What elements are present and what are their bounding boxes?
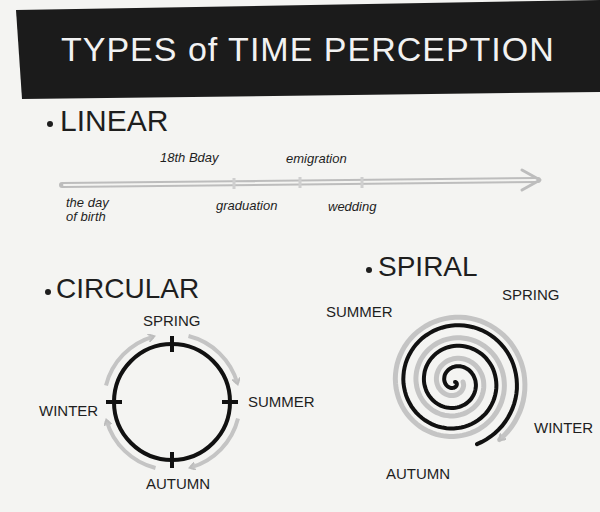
season-label: SPRING: [143, 313, 201, 330]
bullet-dot: [366, 267, 372, 273]
timeline-arrow: [62, 170, 540, 190]
cycle-arrow: [189, 336, 238, 383]
title-banner: [16, 0, 600, 99]
season-label: WINTER: [534, 420, 593, 437]
event-label: wedding: [328, 200, 376, 214]
page-title: TYPES of TIME PERCEPTION: [61, 31, 555, 68]
event-label: emigration: [286, 152, 347, 166]
bullet-dot: [45, 289, 51, 295]
season-label: SUMMER: [248, 394, 315, 411]
section-heading: SPIRAL: [378, 252, 478, 283]
season-label: SPRING: [502, 287, 560, 304]
cycle-arrow: [106, 337, 153, 386]
season-label: AUTUMN: [386, 466, 450, 483]
event-label: the day of birth: [66, 196, 122, 225]
event-label: 18th Bday: [160, 151, 219, 165]
cycle-arrow: [191, 419, 238, 468]
season-label: AUTUMN: [146, 476, 210, 493]
season-label: SUMMER: [326, 304, 393, 321]
section-heading: LINEAR: [60, 104, 168, 137]
section-heading: CIRCULAR: [56, 274, 199, 305]
bullet-dot: [47, 121, 53, 127]
cycle-arrow: [107, 421, 156, 468]
season-spiral: [403, 325, 517, 444]
season-circle: [106, 336, 238, 468]
season-label: WINTER: [39, 403, 98, 420]
cycle-arrows: [106, 336, 238, 468]
event-label: graduation: [216, 199, 277, 213]
